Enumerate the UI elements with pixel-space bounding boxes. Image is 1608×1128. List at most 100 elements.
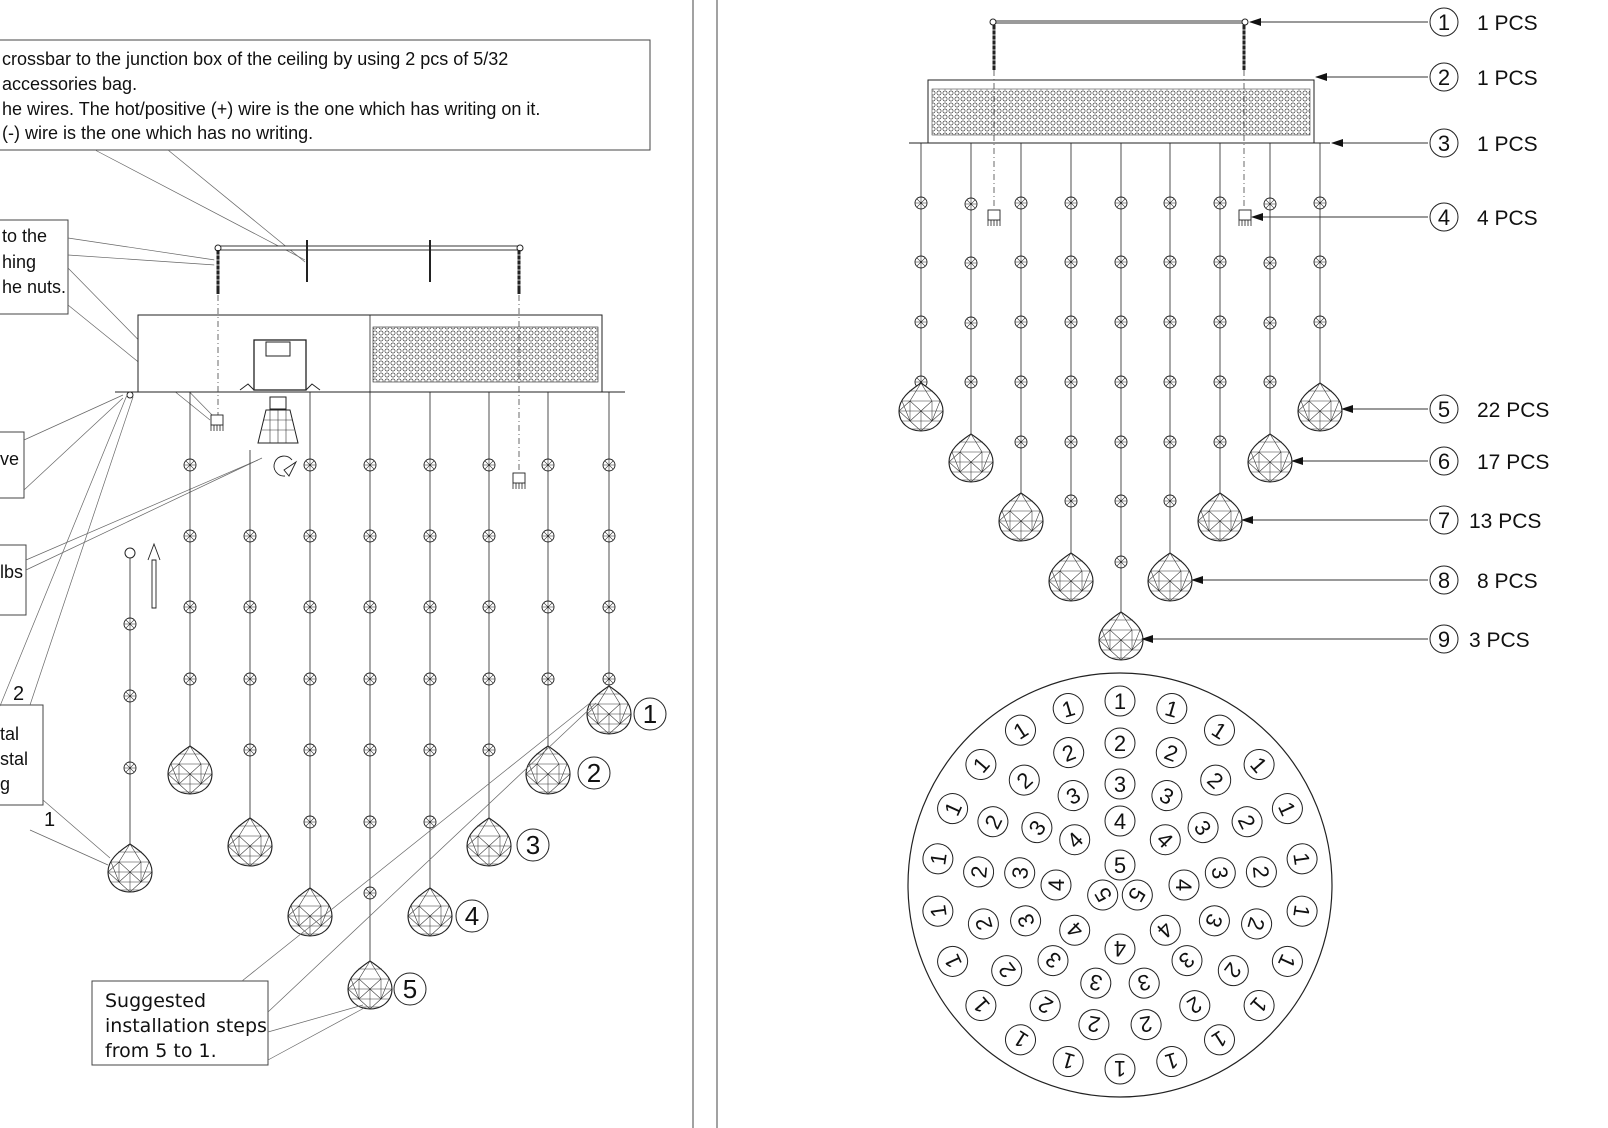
part-quantity: 1 PCS: [1477, 12, 1538, 35]
part-row-8: 8 8 PCS: [1429, 565, 1538, 595]
step-number: 3: [526, 830, 540, 860]
layout-marker: 3: [1187, 812, 1219, 844]
layout-marker: 3: [1128, 967, 1160, 999]
layout-marker-digit: 1: [1114, 689, 1126, 714]
top-instruction-note: crossbar to the junction box of the ceil…: [0, 39, 651, 151]
layout-marker: 1: [1005, 1024, 1036, 1056]
layout-marker: 1: [965, 990, 997, 1021]
part-quantity: 17 PCS: [1477, 451, 1549, 474]
layout-marker: 1: [1286, 895, 1318, 927]
crystal-note: tal stal g: [0, 704, 44, 806]
layout-marker: 1: [1204, 714, 1235, 746]
canopy-box: [137, 314, 603, 393]
layout-marker-digit: 1: [1114, 1056, 1126, 1081]
part-quantity: 13 PCS: [1469, 510, 1541, 533]
layout-marker-digit: 4: [1044, 879, 1069, 891]
part-number: 5: [1438, 397, 1450, 422]
layout-marker: 3: [1010, 905, 1042, 937]
layout-marker: 2: [1217, 955, 1249, 987]
layout-marker: 2: [1245, 856, 1277, 888]
layout-marker-digit: 3: [1207, 865, 1233, 880]
layout-marker: 2: [1155, 737, 1187, 769]
part-quantity: 22 PCS: [1477, 399, 1549, 422]
step-number: 4: [465, 901, 479, 931]
part-row-3: 3 1 PCS: [1429, 128, 1538, 158]
small-label: 2: [13, 683, 24, 705]
layout-marker: 1: [1156, 1046, 1188, 1077]
layout-marker: 2: [1078, 1009, 1110, 1041]
bulbs-note: lbs: [0, 544, 27, 616]
note-line: hing: [2, 252, 36, 272]
note-line: Suggested: [105, 990, 206, 1012]
note-line: g: [0, 774, 10, 794]
layout-marker: 5: [1104, 849, 1136, 881]
layout-marker: 2: [977, 806, 1009, 838]
part-quantity: 3 PCS: [1469, 629, 1530, 652]
layout-marker: 1: [965, 749, 997, 780]
layout-marker: 3: [1057, 780, 1089, 812]
layout-marker: 4: [1104, 805, 1136, 837]
parts-list: 1 1 PCS 2 1 PCS 3 1 PCS 4 4 PCS 5 22 PCS…: [1429, 7, 1549, 654]
parts-canopy: [927, 79, 1315, 144]
part-row-1: 1 1 PCS: [1429, 7, 1538, 37]
layout-marker: 1: [1156, 693, 1188, 724]
part-quantity: 1 PCS: [1477, 67, 1538, 90]
part-number: 9: [1438, 627, 1450, 652]
layout-marker: 1: [937, 945, 969, 977]
layout-marker: 3: [1171, 945, 1203, 977]
part-number: 3: [1438, 131, 1450, 156]
layout-marker: 4: [1149, 824, 1181, 856]
layout-marker: 4: [1040, 869, 1072, 901]
layout-marker: 2: [967, 908, 999, 940]
part-number: 7: [1438, 508, 1450, 533]
parts-strands: [898, 143, 1343, 661]
wire-note: ve: [0, 431, 25, 499]
step-number: 1: [643, 699, 657, 729]
layout-marker: 5: [1121, 879, 1153, 911]
part-callout-leaders: [1141, 18, 1428, 643]
note-line: to the: [2, 226, 47, 246]
left-assembly-panel: crossbar to the junction box of the ceil…: [0, 39, 667, 1066]
layout-marker-digit: 4: [1114, 809, 1126, 834]
layout-marker-digit: 1: [925, 903, 951, 919]
layout-marker: 3: [1151, 780, 1183, 812]
layout-marker: 2: [1231, 806, 1263, 838]
layout-marker: 3: [1198, 905, 1230, 937]
note-line: from 5 to 1.: [105, 1040, 217, 1062]
part-row-7: 7 13 PCS: [1429, 505, 1541, 535]
layout-marker: 4: [1104, 933, 1136, 965]
step-markers: 1 2 3 4 5: [393, 697, 667, 1006]
layout-marker: 3: [1104, 768, 1136, 800]
layout-marker: 3: [1080, 967, 1112, 999]
layout-marker: 2: [1130, 1009, 1162, 1041]
note-line: he nuts.: [2, 277, 66, 297]
layout-marker: 2: [963, 856, 995, 888]
layout-marker-digit: 2: [1086, 1011, 1103, 1038]
layout-marker: 2: [991, 955, 1023, 987]
layout-marker: 4: [1059, 914, 1091, 946]
part-quantity: 1 PCS: [1477, 133, 1538, 156]
layout-marker: 1: [1104, 1053, 1136, 1085]
note-line: tal: [0, 724, 19, 744]
layout-marker: 1: [922, 843, 954, 875]
layout-marker-digit: 3: [1007, 865, 1033, 880]
layout-marker: 2: [1053, 737, 1085, 769]
layout-marker: 4: [1168, 869, 1200, 901]
layout-marker-digit: 3: [1135, 969, 1153, 996]
layout-marker-digit: 3: [1114, 772, 1126, 797]
note-line: (-) wire is the one which has no writing…: [2, 123, 313, 143]
layout-marker-digit: 1: [1288, 903, 1314, 919]
layout-marker-digit: 4: [1114, 936, 1126, 961]
layout-marker: 4: [1059, 824, 1091, 856]
right-parts-panel: 1 1 PCS 2 1 PCS 3 1 PCS 4 4 PCS 5 22 PCS…: [898, 7, 1549, 1098]
note-line: lbs: [0, 562, 23, 582]
layout-marker: 2: [1104, 727, 1136, 759]
part-number: 6: [1438, 449, 1450, 474]
layout-marker: 3: [1004, 857, 1036, 889]
layout-marker: 2: [1179, 990, 1211, 1022]
layout-marker-digit: 2: [1248, 865, 1274, 880]
step-number: 5: [403, 974, 417, 1004]
layout-marker-digit: 5: [1114, 853, 1126, 878]
